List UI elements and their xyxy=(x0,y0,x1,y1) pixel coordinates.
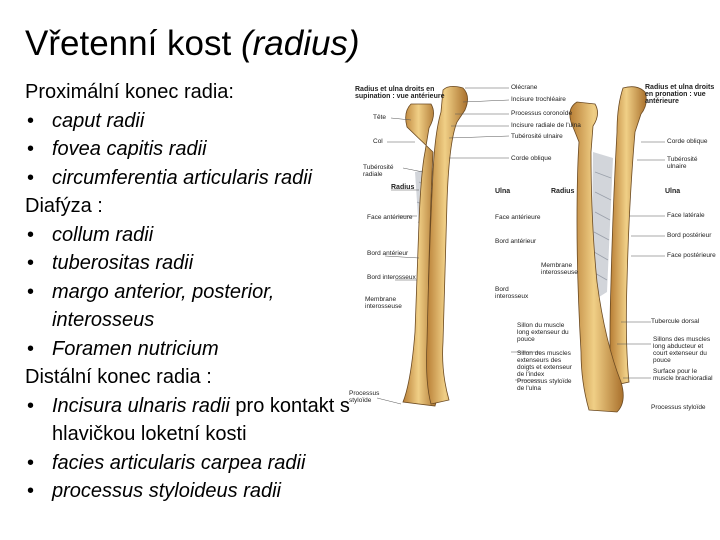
label-tubercule-dorsal: Tubercule dorsal xyxy=(651,318,700,325)
title-main: Vřetenní kost xyxy=(25,24,241,63)
label-radius-right: Radius xyxy=(551,188,575,195)
list-item: collum radii xyxy=(25,221,435,250)
label-sillons-right: Sillons des muscles long abducteur et co… xyxy=(653,336,711,364)
list-diaphysis: collum radii tuberositas radii margo ant… xyxy=(25,221,435,364)
right-ulna-bone xyxy=(609,86,647,387)
label-bord-anterieur: Bord antérieur xyxy=(495,238,537,245)
label-surface-pouce: Surface pour le muscle brachioradial xyxy=(653,368,713,382)
label-face-anterieure-left: Face antérieure xyxy=(367,214,413,221)
list-item: margo anterior, posterior, interosseus xyxy=(25,278,352,335)
left-ulna-bone xyxy=(426,86,468,405)
list-item: facies articularis carpea radii xyxy=(25,449,435,478)
label-bord-posterieur: Bord postérieur xyxy=(667,232,712,239)
label-corde-oblique: Corde oblique xyxy=(511,155,552,162)
section-heading-diaphysis: Diafýza : xyxy=(25,195,103,217)
list-item: fovea capitis radii xyxy=(25,135,435,164)
label-tuberosite-ulnaire-right: Tubérosité ulnaire xyxy=(667,156,698,170)
label-processus-styloide-ulna: Processus styloïde de l'ulna xyxy=(517,378,572,392)
label-ulna-left: Ulna xyxy=(495,188,511,195)
title-latin: (radius) xyxy=(240,24,360,63)
label-tuberosite-ulna: Tubérosité ulnaire xyxy=(511,133,563,140)
label-corde-oblique-right: Corde oblique xyxy=(667,138,708,145)
label-right-title: Radius et ulna droits en pronation : vue… xyxy=(645,84,715,105)
label-left-title: Radius et ulna droits en supination : vu… xyxy=(355,86,445,100)
section-heading-proximal: Proximální konec radia: xyxy=(25,81,234,103)
list-item: Foramen nutricium xyxy=(25,335,435,364)
label-olecrane: Olécrane xyxy=(511,84,538,91)
list-proximal: caput radii fovea capitis radii circumfe… xyxy=(25,107,435,193)
label-bord-interosseux: Bord interosseux xyxy=(367,274,416,281)
label-ulna-right: Ulna xyxy=(665,188,681,195)
membrane-right xyxy=(591,152,613,302)
list-distal: Incisura ulnaris radii pro kontakt s hla… xyxy=(25,392,435,506)
label-face-posterieure: Face postérieure xyxy=(667,252,716,259)
label-sillon-long: Sillon du muscle long extenseur du pouce xyxy=(517,322,569,343)
list-item: caput radii xyxy=(25,107,435,136)
label-face-anterieure-mid: Face antérieure xyxy=(495,214,541,221)
list-item: circumferentia articularis radii xyxy=(25,164,435,193)
right-radius-bone xyxy=(569,101,624,413)
list-item: tuberositas radii xyxy=(25,249,435,278)
label-sillons-muscles: Sillon des muscles extenseurs des doigts… xyxy=(517,350,572,378)
label-incisure-radiale: Incisure radiale de l'ulna xyxy=(511,122,581,129)
label-membrane-mid: Membrane interosseuse xyxy=(541,262,578,276)
slide-content: Proximální konec radia: caput radii fove… xyxy=(25,78,435,506)
list-item: Incisura ulnaris radii pro kontakt s hla… xyxy=(25,392,432,449)
list-item: processus styloideus radii xyxy=(25,477,435,506)
label-membrane: Membrane interosseuse xyxy=(365,296,402,310)
label-incisure-trochleaire: Incisure trochléaire xyxy=(511,96,566,103)
label-processus-styloide-right: Processus styloïde xyxy=(651,404,706,411)
label-face-laterale: Face latérale xyxy=(667,212,705,219)
slide-title: Vřetenní kost (radius) xyxy=(25,22,360,66)
label-bord-interosseux-mid: Bord interosseux xyxy=(495,286,529,300)
section-heading-distal: Distální konec radia : xyxy=(25,366,212,388)
label-processus-coronoide: Processus coronoïde xyxy=(511,110,573,117)
